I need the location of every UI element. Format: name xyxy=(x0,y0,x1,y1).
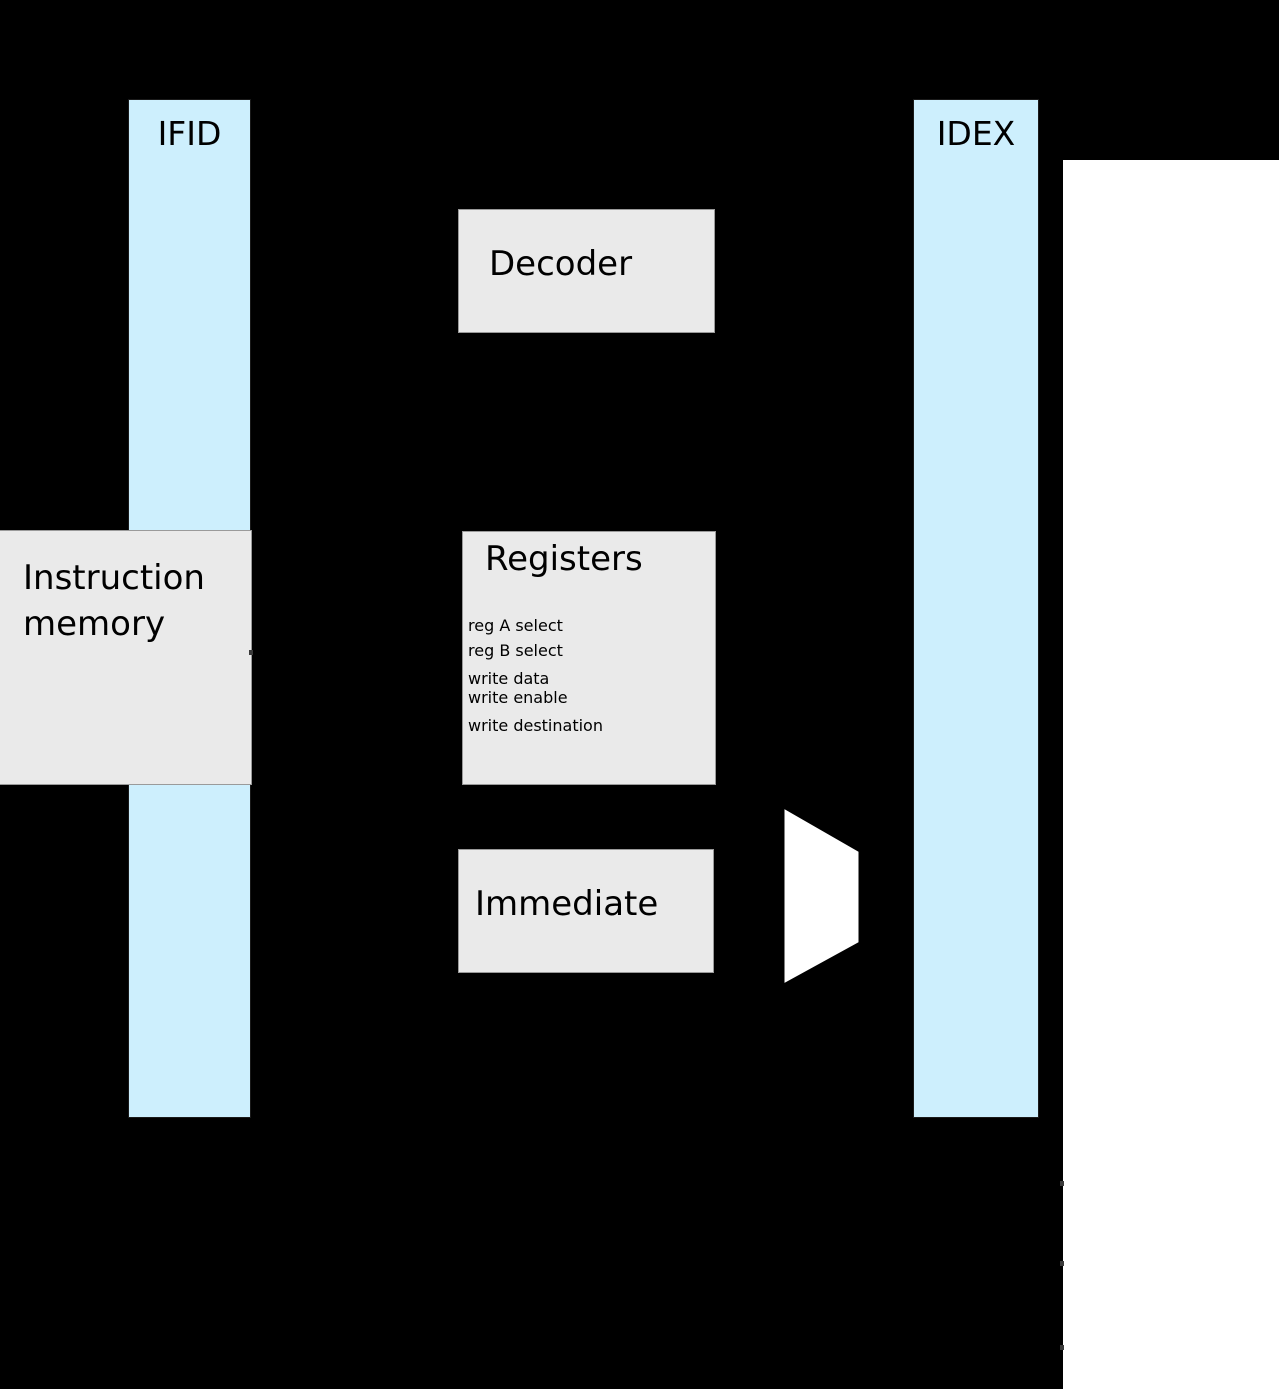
panel-edge-tick-1 xyxy=(1060,1181,1064,1186)
block-decoder[interactable]: Decoder xyxy=(458,209,715,333)
registers-port-write-enable: write enable xyxy=(468,688,568,707)
block-registers[interactable]: Registers reg A select reg B select writ… xyxy=(462,531,716,785)
block-decoder-label: Decoder xyxy=(489,244,633,284)
registers-port-reg-a-select: reg A select xyxy=(468,616,563,635)
registers-port-reg-b-select: reg B select xyxy=(468,641,563,660)
panel-edge-tick-2 xyxy=(1060,1261,1064,1266)
block-registers-label: Registers xyxy=(485,539,643,579)
block-immediate[interactable]: Immediate xyxy=(458,849,714,973)
block-instruction-memory-label: Instruction memory xyxy=(23,558,205,644)
registers-port-write-data: write data xyxy=(468,669,550,688)
pipeline-register-ifid-label: IFID xyxy=(157,114,222,153)
operand-mux[interactable] xyxy=(784,808,860,984)
mux-shape-icon xyxy=(784,809,859,983)
panel-edge-tick-3 xyxy=(1060,1345,1064,1350)
registers-port-write-destination: write destination xyxy=(468,716,603,735)
pipeline-register-idex-label: IDEX xyxy=(936,114,1016,153)
block-immediate-label: Immediate xyxy=(475,884,659,924)
right-white-panel xyxy=(1063,160,1279,1389)
instruction-memory-output-tick xyxy=(249,650,253,655)
pipeline-register-idex[interactable]: IDEX xyxy=(913,99,1039,1118)
registers-port-list: reg A select reg B select write data wri… xyxy=(468,616,711,735)
block-instruction-memory[interactable]: Instruction memory xyxy=(0,530,252,785)
